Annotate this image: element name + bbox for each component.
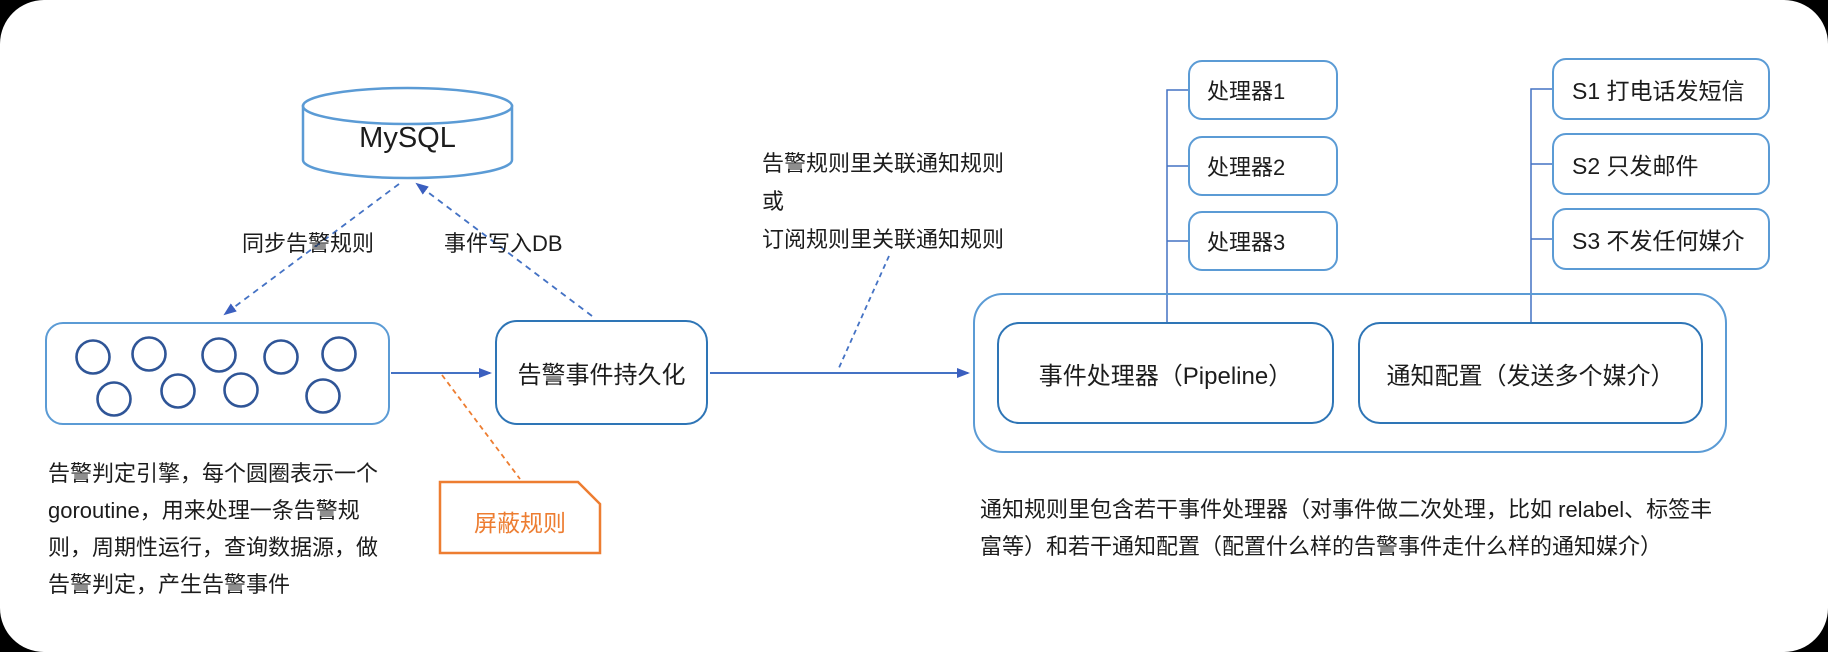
processor-node-label: 处理器3 [1207,230,1286,255]
mask-rule-label: 屏蔽规则 [474,510,566,536]
note-line: 告警判定，产生告警事件 [48,572,291,597]
note-line: 富等）和若干通知配置（配置什么样的告警事件走什么样的通知媒介） [980,534,1663,559]
pipeline-node-label: 事件处理器（Pipeline） [1038,362,1293,390]
note-line: 告警判定引擎，每个圆圈表示一个 [48,461,379,486]
note-line: 告警规则里关联通知规则 [762,151,1005,176]
processor-node-1: 处理器1 [1188,60,1338,120]
note-line: goroutine，用来处理一条告警规 [48,498,360,523]
note-line: 或 [762,189,785,214]
note-line: 则，周期性运行，查询数据源，做 [48,535,379,560]
mask-rule-box [438,480,602,555]
strategy-tree-connector [1530,88,1552,322]
notify-note: 通知规则里包含若干事件处理器（对事件做二次处理，比如 relabel、标签丰 富… [980,491,1712,565]
processor-tree-connector [1166,89,1188,322]
edge-sync-rules [223,183,400,316]
note-line: 通知规则里包含若干事件处理器（对事件做二次处理，比如 relabel、标签丰 [980,497,1713,522]
relation-note-pointer [837,255,890,371]
sync-rules-edge-label: 同步告警规则 [242,231,375,256]
strategy-node-2: S2 只发邮件 [1552,133,1770,195]
engine-note: 告警判定引擎，每个圆圈表示一个 goroutine，用来处理一条告警规 则，周期… [48,455,378,603]
note-line: 订阅规则里关联通知规则 [762,227,1005,252]
strategy-node-1: S1 打电话发短信 [1552,58,1770,120]
processor-node-label: 处理器1 [1207,79,1286,104]
write-db-edge-label: 事件写入DB [444,231,563,256]
relation-note: 告警规则里关联通知规则 或 订阅规则里关联通知规则 [762,145,1004,259]
strategy-node-label: S2 只发邮件 [1572,153,1699,179]
persist-node-label: 告警事件持久化 [517,362,686,389]
processor-node-2: 处理器2 [1188,136,1338,196]
notify-config-node: 通知配置（发送多个媒介） [1358,322,1703,424]
persist-node: 告警事件持久化 [495,320,708,425]
strategy-node-label: S3 不发任何媒介 [1572,228,1745,254]
goroutine-circles [75,336,357,417]
strategy-node-3: S3 不发任何媒介 [1552,208,1770,270]
mysql-cylinder-shape [301,86,514,180]
alert-engine-node [45,322,390,425]
mask-rule-pointer [441,374,521,480]
notify-rule-container [973,293,1727,453]
strategy-node-label: S1 打电话发短信 [1572,78,1745,104]
pipeline-node: 事件处理器（Pipeline） [997,322,1334,424]
processor-node-label: 处理器2 [1207,155,1286,180]
mysql-node-label: MySQL [359,122,456,154]
edge-write-db [415,182,593,317]
notify-config-node-label: 通知配置（发送多个媒介） [1386,362,1675,390]
processor-node-3: 处理器3 [1188,211,1338,271]
